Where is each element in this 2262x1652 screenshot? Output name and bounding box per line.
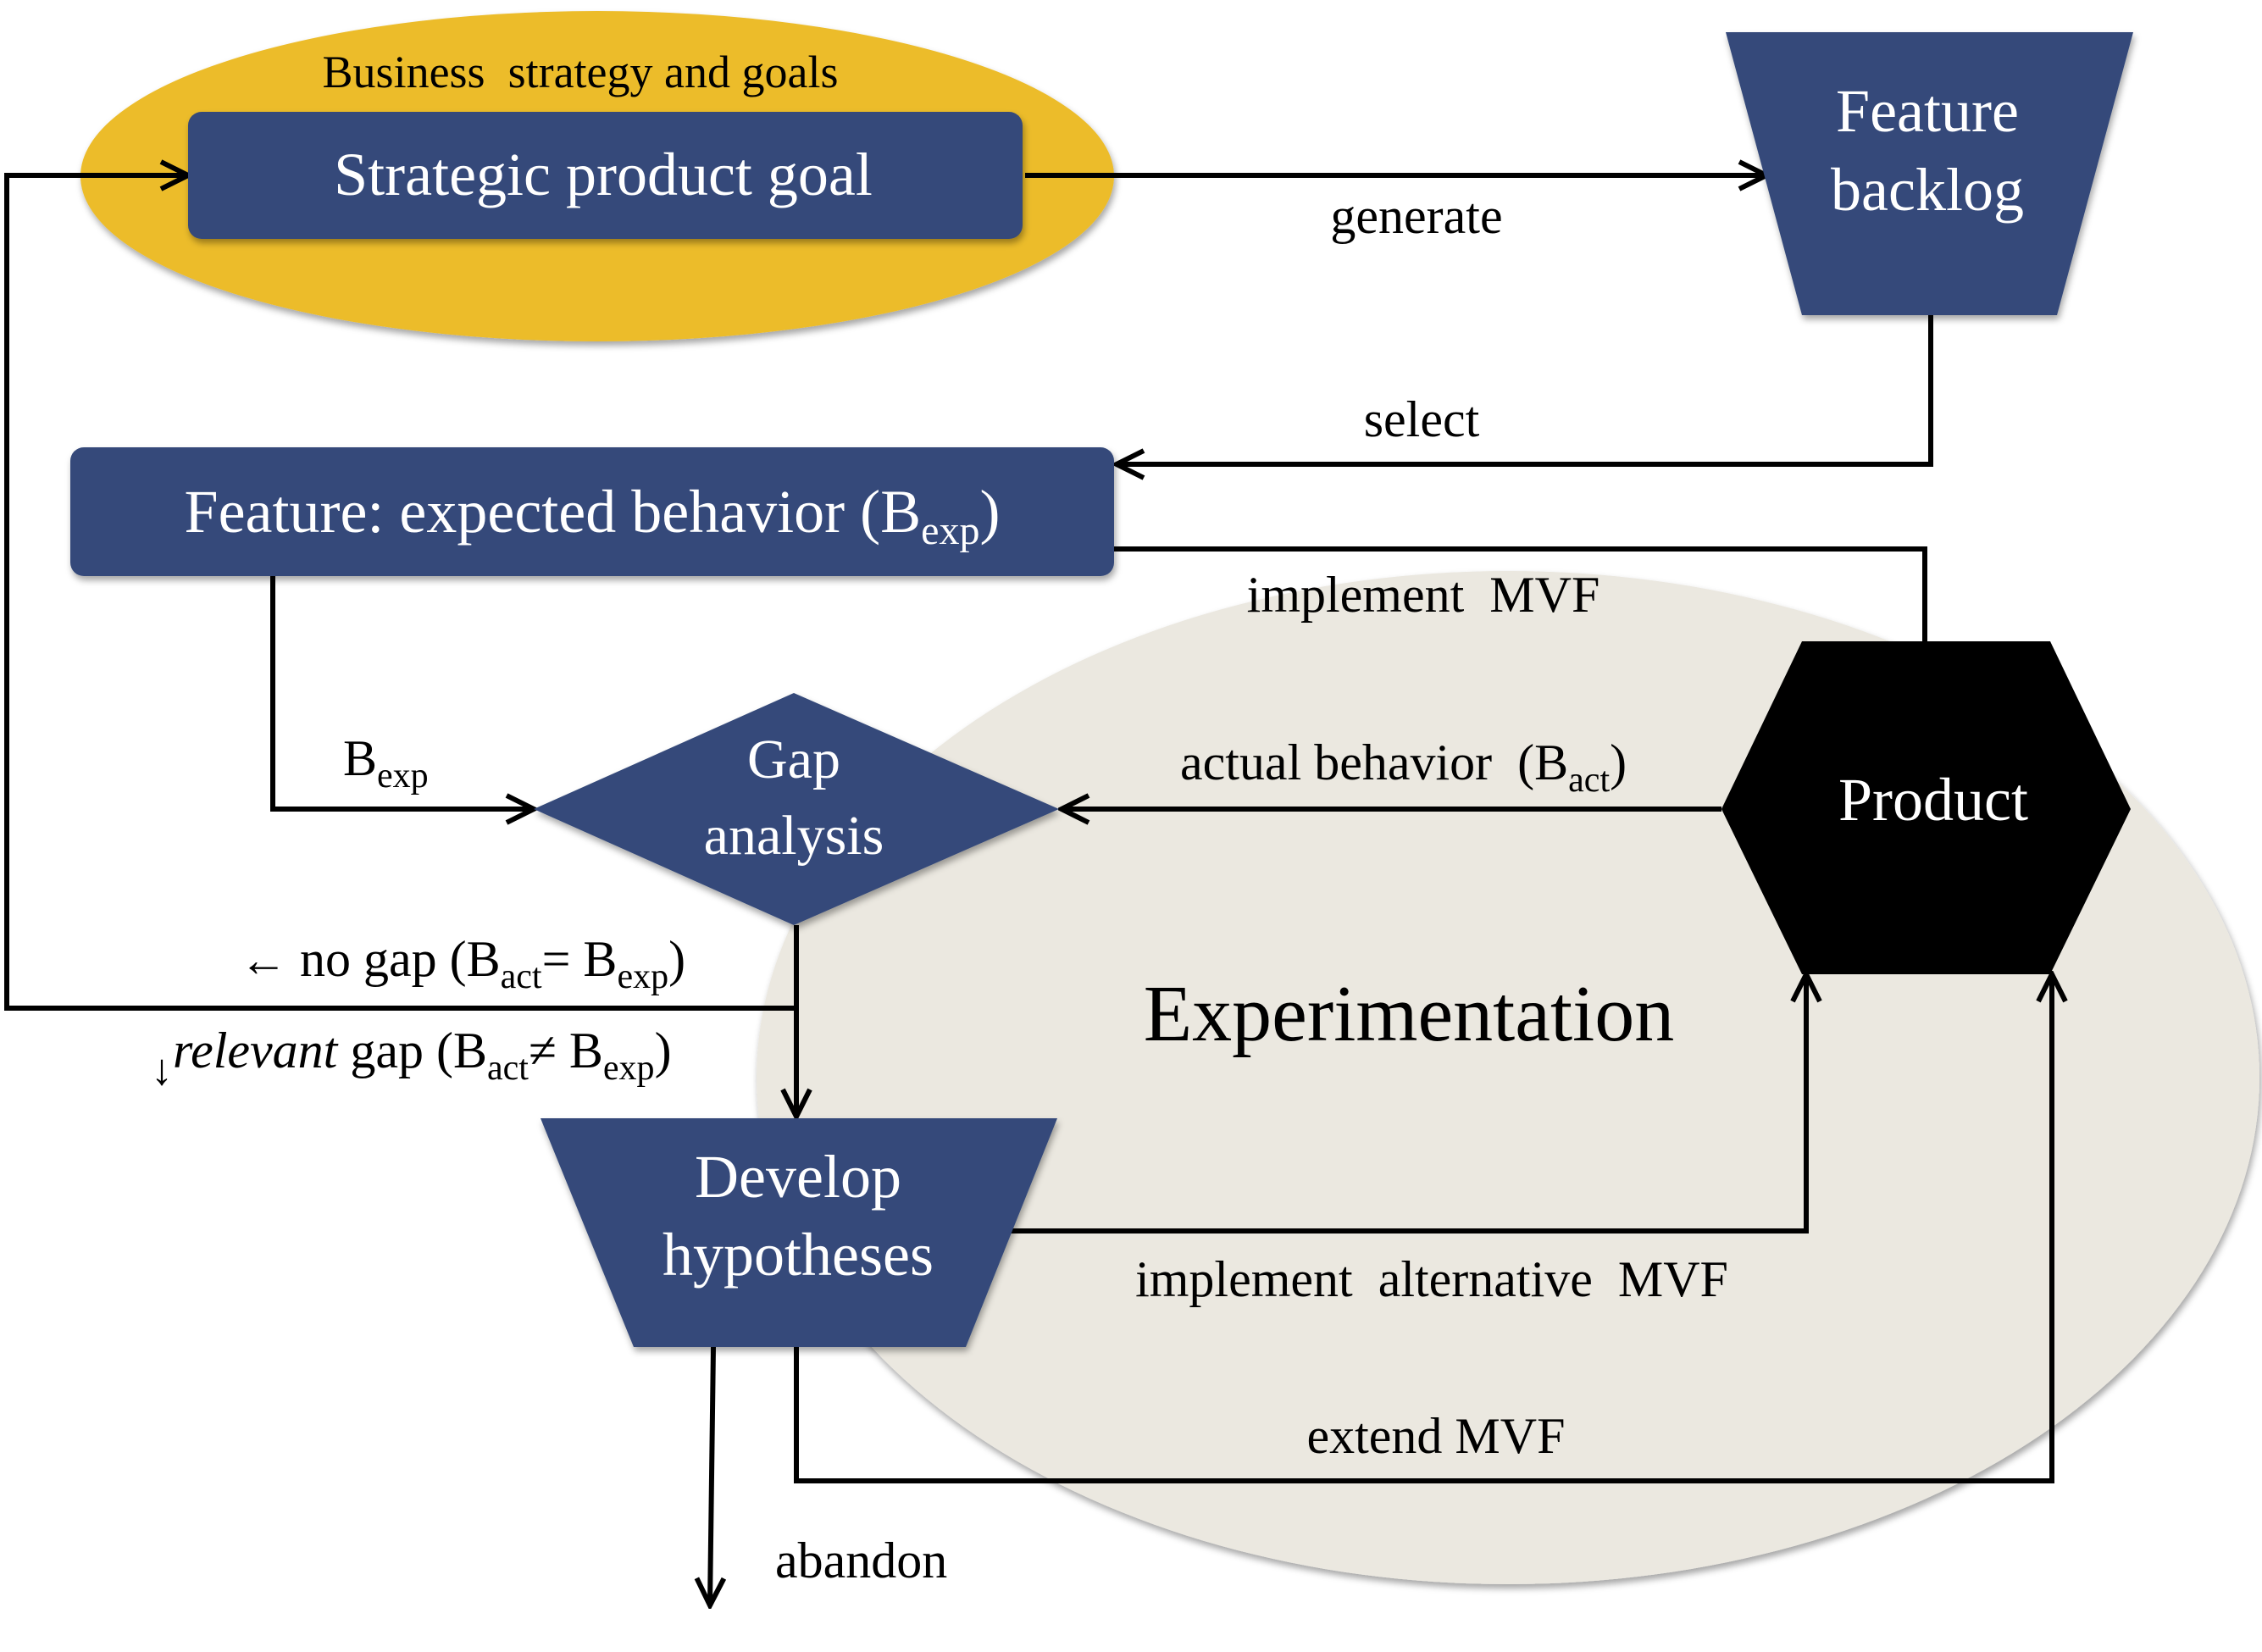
implement-alternative-label: implement alternative MVF [1135, 1251, 1728, 1307]
product-node: Product [1721, 641, 2131, 974]
generate-label: generate [1330, 188, 1502, 244]
feature-expected-node: Feature: expected behavior (Bexp) [70, 447, 1114, 576]
select-label: select [1364, 391, 1480, 447]
feature-expected-label: Feature: expected behavior (Bexp) [185, 478, 1001, 553]
gap-analysis-node: Gap analysis [534, 693, 1059, 925]
no-gap-label: ← no gap (Bact= Bexp) [240, 931, 685, 996]
develop-hypotheses-label-1: Develop [695, 1143, 901, 1211]
strategic-goal-node: Strategic product goal [188, 112, 1023, 239]
implement-mvf-label: implement MVF [1247, 567, 1600, 623]
gap-analysis-label-1: Gap [747, 729, 840, 790]
edge-bexp [270, 576, 534, 809]
connectors [4, 175, 2052, 1605]
edge-select [1117, 315, 1933, 464]
develop-hypotheses-label-2: hypotheses [663, 1221, 934, 1289]
extend-mvf-label: extend MVF [1307, 1408, 1566, 1464]
develop-hypotheses-node: Develop hypotheses [541, 1118, 1057, 1347]
experimentation-label: Experimentation [1144, 970, 1674, 1058]
business-strategy-label: Business strategy and goals [323, 47, 839, 97]
bexp-label: Bexp [343, 730, 429, 796]
feature-backlog-node: Feature backlog [1726, 32, 2133, 315]
gap-analysis-label-2: analysis [704, 805, 884, 867]
strategic-goal-label: Strategic product goal [334, 141, 873, 208]
abandon-label: abandon [775, 1533, 947, 1588]
feature-backlog-label-2: backlog [1831, 156, 2024, 224]
edge-implement-alternative [1006, 974, 1806, 1233]
edge-extend-mvf [794, 974, 2052, 1483]
actual-behavior-label: actual behavior (Bact) [1180, 735, 1627, 800]
edge-implement-mvf [1114, 546, 1927, 644]
product-label: Product [1838, 766, 2028, 834]
feature-backlog-label-1: Feature [1836, 77, 2019, 145]
relevant-gap-label: ↓relevant gap (Bact≠ Bexp) [151, 1023, 672, 1095]
edge-abandon [710, 1346, 713, 1605]
